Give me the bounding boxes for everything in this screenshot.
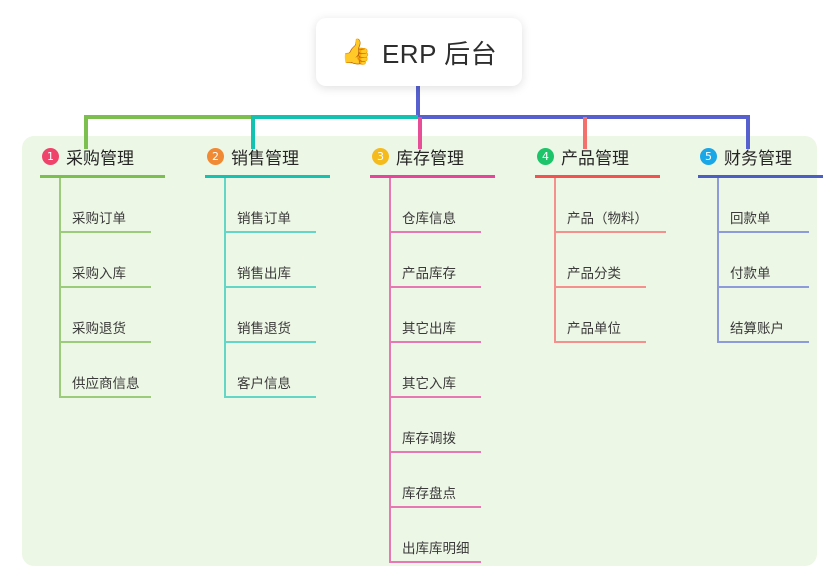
leaf-list-4: 产品（物料） 产品分类 产品单位	[554, 178, 700, 343]
branch-rule-5	[698, 175, 823, 178]
leaf-item[interactable]: 采购入库	[59, 233, 151, 288]
branch-header-2[interactable]: 2 销售管理	[205, 136, 370, 170]
leaf-label: 产品（物料）	[567, 211, 648, 226]
branch-rule-4	[535, 175, 660, 178]
connector-drop-3	[418, 117, 422, 149]
leaf-item[interactable]: 仓库信息	[389, 178, 481, 233]
leaf-list-5: 回款单 付款单 结算账户	[717, 178, 839, 343]
branch-rule-3	[370, 175, 495, 178]
leaf-item[interactable]: 销售出库	[224, 233, 316, 288]
leaf-label: 出库库明细	[402, 541, 470, 556]
leaf-item[interactable]: 产品分类	[554, 233, 646, 288]
leaf-item[interactable]: 客户信息	[224, 343, 316, 398]
leaf-item[interactable]: 出库库明细	[389, 508, 481, 563]
leaf-label: 采购入库	[72, 266, 126, 281]
leaf-item[interactable]: 结算账户	[717, 288, 809, 343]
branch-badge-1: 1	[42, 148, 59, 165]
leaf-label: 库存调拨	[402, 431, 456, 446]
leaf-label: 供应商信息	[72, 376, 140, 391]
leaf-label: 其它入库	[402, 376, 456, 391]
leaf-item[interactable]: 销售订单	[224, 178, 316, 233]
leaf-item[interactable]: 库存盘点	[389, 453, 481, 508]
branch-title-1: 采购管理	[66, 149, 134, 168]
leaf-list-1: 采购订单 采购入库 采购退货 供应商信息	[59, 178, 205, 398]
branch-badge-4: 4	[537, 148, 554, 165]
connector-drop-4	[583, 117, 587, 149]
connector-drop-1	[84, 117, 88, 149]
leaf-label: 其它出库	[402, 321, 456, 336]
branch-header-5[interactable]: 5 财务管理	[698, 136, 839, 170]
branch-title-2: 销售管理	[231, 149, 299, 168]
leaf-label: 客户信息	[237, 376, 291, 391]
leaf-label: 产品分类	[567, 266, 621, 281]
leaf-label: 付款单	[730, 266, 771, 281]
leaf-item[interactable]: 回款单	[717, 178, 809, 233]
leaf-label: 库存盘点	[402, 486, 456, 501]
branch-columns: 1 采购管理 采购订单 采购入库 采购退货 供应商信息 2 销售管理 销售订单	[22, 136, 823, 566]
connector-horizontal-teal	[251, 115, 419, 119]
leaf-label: 产品库存	[402, 266, 456, 281]
branch-badge-5: 5	[700, 148, 717, 165]
thumbs-up-icon: 👍	[340, 37, 372, 66]
leaf-label: 产品单位	[567, 321, 621, 336]
branch-rule-2	[205, 175, 330, 178]
connector-drop-5	[746, 117, 750, 149]
leaf-label: 销售出库	[237, 266, 291, 281]
connector-horizontal-green	[84, 115, 252, 119]
connector-drop-2	[251, 117, 255, 149]
branch-title-4: 产品管理	[561, 149, 629, 168]
leaf-item[interactable]: 采购退货	[59, 288, 151, 343]
leaf-item[interactable]: 产品（物料）	[554, 178, 666, 233]
branch-header-3[interactable]: 3 库存管理	[370, 136, 535, 170]
connector-root-stem	[416, 86, 420, 117]
branch-badge-2: 2	[207, 148, 224, 165]
branches-panel	[22, 136, 817, 566]
leaf-spine-3	[389, 178, 391, 563]
root-node[interactable]: 👍 ERP 后台	[316, 18, 522, 86]
leaf-label: 仓库信息	[402, 211, 456, 226]
branch-header-1[interactable]: 1 采购管理	[40, 136, 205, 170]
branch-column-3: 3 库存管理 仓库信息 产品库存 其它出库 其它入库 库存调拨 库存盘点 出库库…	[370, 136, 535, 563]
branch-column-4: 4 产品管理 产品（物料） 产品分类 产品单位	[535, 136, 700, 343]
leaf-spine-4	[554, 178, 556, 343]
leaf-label: 结算账户	[730, 321, 784, 336]
leaf-spine-1	[59, 178, 61, 398]
leaf-item[interactable]: 其它出库	[389, 288, 481, 343]
leaf-item[interactable]: 产品单位	[554, 288, 646, 343]
branch-rule-1	[40, 175, 165, 178]
leaf-label: 回款单	[730, 211, 771, 226]
leaf-label: 采购退货	[72, 321, 126, 336]
root-title: ERP 后台	[381, 38, 498, 69]
leaf-item[interactable]: 采购订单	[59, 178, 151, 233]
branch-title-3: 库存管理	[396, 149, 464, 168]
leaf-list-3: 仓库信息 产品库存 其它出库 其它入库 库存调拨 库存盘点 出库库明细	[389, 178, 535, 563]
leaf-item[interactable]: 其它入库	[389, 343, 481, 398]
branch-title-5: 财务管理	[724, 149, 792, 168]
branch-badge-3: 3	[372, 148, 389, 165]
branch-column-2: 2 销售管理 销售订单 销售出库 销售退货 客户信息	[205, 136, 370, 398]
leaf-list-2: 销售订单 销售出库 销售退货 客户信息	[224, 178, 370, 398]
branch-column-5: 5 财务管理 回款单 付款单 结算账户	[698, 136, 839, 343]
leaf-item[interactable]: 供应商信息	[59, 343, 151, 398]
leaf-item[interactable]: 产品库存	[389, 233, 481, 288]
leaf-item[interactable]: 库存调拨	[389, 398, 481, 453]
leaf-item[interactable]: 付款单	[717, 233, 809, 288]
leaf-item[interactable]: 销售退货	[224, 288, 316, 343]
leaf-spine-2	[224, 178, 226, 398]
branch-header-4[interactable]: 4 产品管理	[535, 136, 700, 170]
leaf-spine-5	[717, 178, 719, 343]
leaf-label: 采购订单	[72, 211, 126, 226]
branch-column-1: 1 采购管理 采购订单 采购入库 采购退货 供应商信息	[40, 136, 205, 398]
leaf-label: 销售订单	[237, 211, 291, 226]
leaf-label: 销售退货	[237, 321, 291, 336]
